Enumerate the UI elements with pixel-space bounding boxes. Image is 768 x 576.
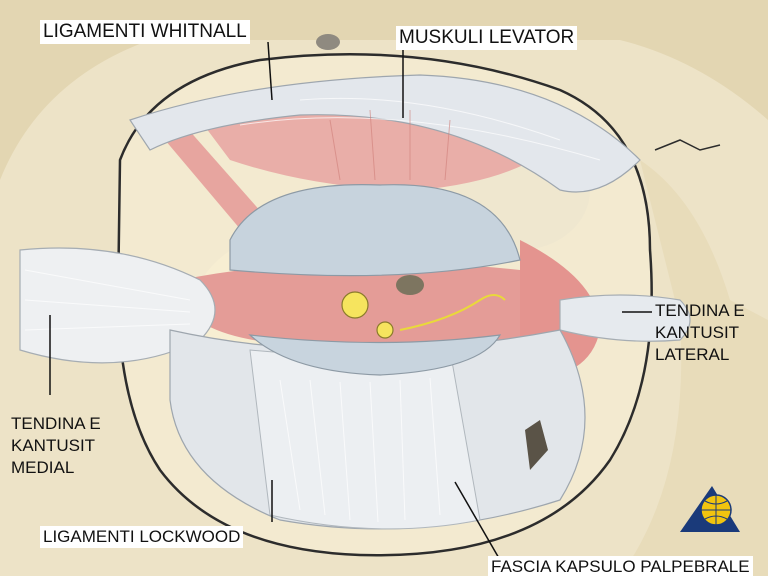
supraorbital-notch — [316, 34, 340, 50]
optic-vessel-1 — [342, 292, 368, 318]
optic-canal — [396, 275, 424, 295]
capsulopalpebral-fascia — [250, 350, 480, 529]
label-medial-canthal-tendon: TENDINA E KANTUSIT MEDIAL — [11, 413, 101, 479]
label-lateral-canthal-tendon: TENDINA E KANTUSIT LATERAL — [655, 300, 745, 366]
label-capsulopalpebral-fascia: FASCIA KAPSULO PALPEBRALE — [488, 556, 753, 576]
label-levator-muscle: MUSKULI LEVATOR — [396, 26, 577, 50]
optic-vessel-2 — [377, 322, 393, 338]
label-whitnall-ligament: LIGAMENTI WHITNALL — [40, 20, 250, 44]
label-lockwood-ligament: LIGAMENTI LOCKWOOD — [40, 526, 243, 548]
